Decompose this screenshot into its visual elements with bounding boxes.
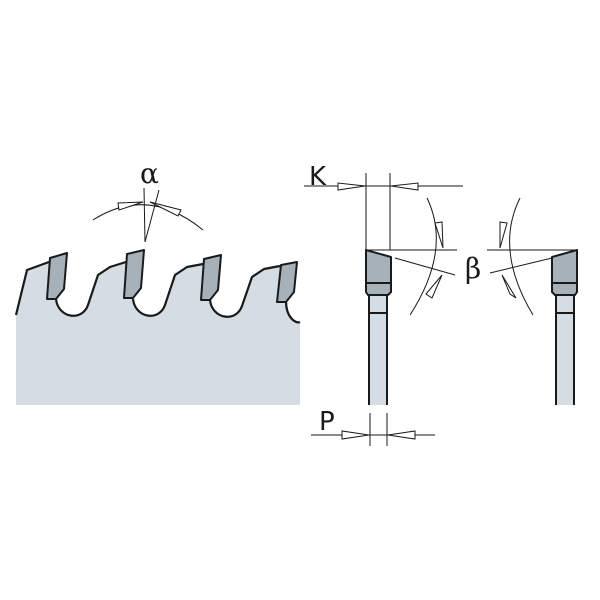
side-view-tooth-right [551,249,578,405]
rake-angle-dimension: α [92,157,204,243]
bevel-angle-dimension: β [366,197,577,316]
kerf-label: K [309,162,327,192]
carbide-teeth [46,249,298,303]
kerf-dimension: K [304,162,463,250]
blade-body [16,262,300,405]
alpha-label: α [140,157,159,190]
blade-outline [14,260,301,324]
beta-label: β [465,252,481,285]
tooth-insert [123,249,145,299]
side-view-tooth-left [365,249,392,405]
p-label: P [319,407,335,437]
tooth-insert [276,261,298,303]
plate-thickness-dimension: P [311,407,435,446]
tooth-insert [200,254,222,301]
tooth-insert [46,252,68,300]
